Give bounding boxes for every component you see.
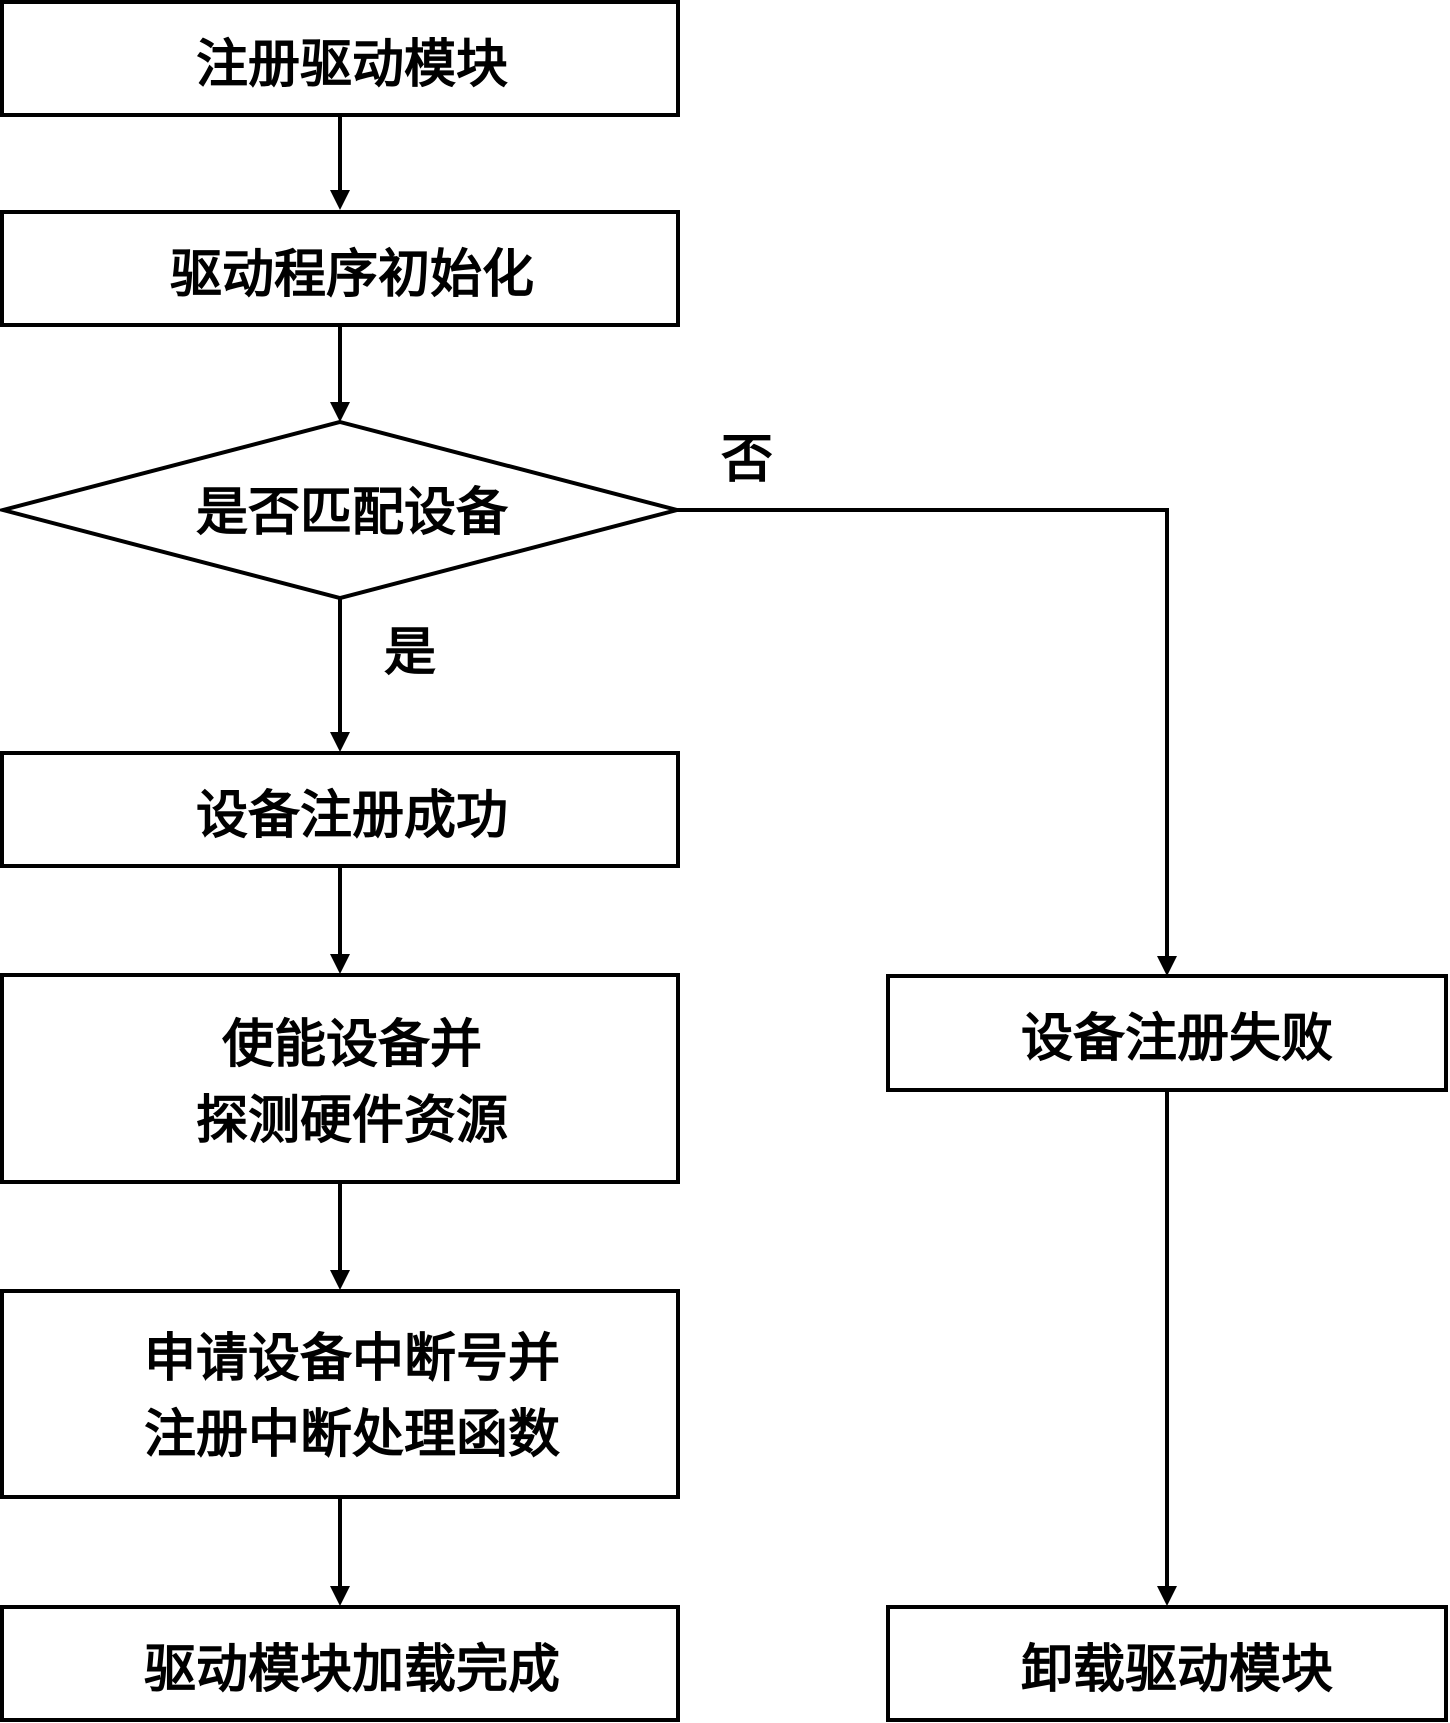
edge-no-to-fail <box>677 508 1177 976</box>
node-enable-probe-box <box>0 973 680 1184</box>
node-register-module-label: 注册驱动模块 <box>196 34 508 95</box>
node-register-fail-box <box>886 974 1448 1092</box>
node-unload-module-label: 卸载驱动模块 <box>1021 1639 1333 1700</box>
connectors <box>330 115 1177 1606</box>
node-load-complete-label: 驱动模块加载完成 <box>144 1639 560 1700</box>
node-register-fail-label: 设备注册失败 <box>1021 1008 1333 1069</box>
node-request-irq-box <box>0 1289 680 1499</box>
node-driver-init-box <box>0 210 680 327</box>
node-driver-init-label: 驱动程序初始化 <box>170 244 534 305</box>
node-register-success-box <box>0 751 680 868</box>
node-register-module-box <box>0 0 680 117</box>
node-load-complete-box <box>0 1605 680 1722</box>
node-request-irq-label-line2: 注册中断处理函数 <box>144 1404 560 1465</box>
node-match-device-diamond <box>0 419 685 601</box>
node-request-irq-label-line1: 申请设备中断号并 <box>144 1328 560 1389</box>
edge-label-yes: 是 <box>384 622 436 683</box>
node-unload-module-box <box>886 1605 1448 1722</box>
edge-label-no: 否 <box>721 429 773 490</box>
node-enable-probe-label-line2: 探测硬件资源 <box>196 1090 508 1151</box>
node-enable-probe-label-line1: 使能设备并 <box>221 1014 482 1075</box>
node-register-success-label: 设备注册成功 <box>196 785 508 846</box>
node-match-device-label: 是否匹配设备 <box>196 482 509 543</box>
